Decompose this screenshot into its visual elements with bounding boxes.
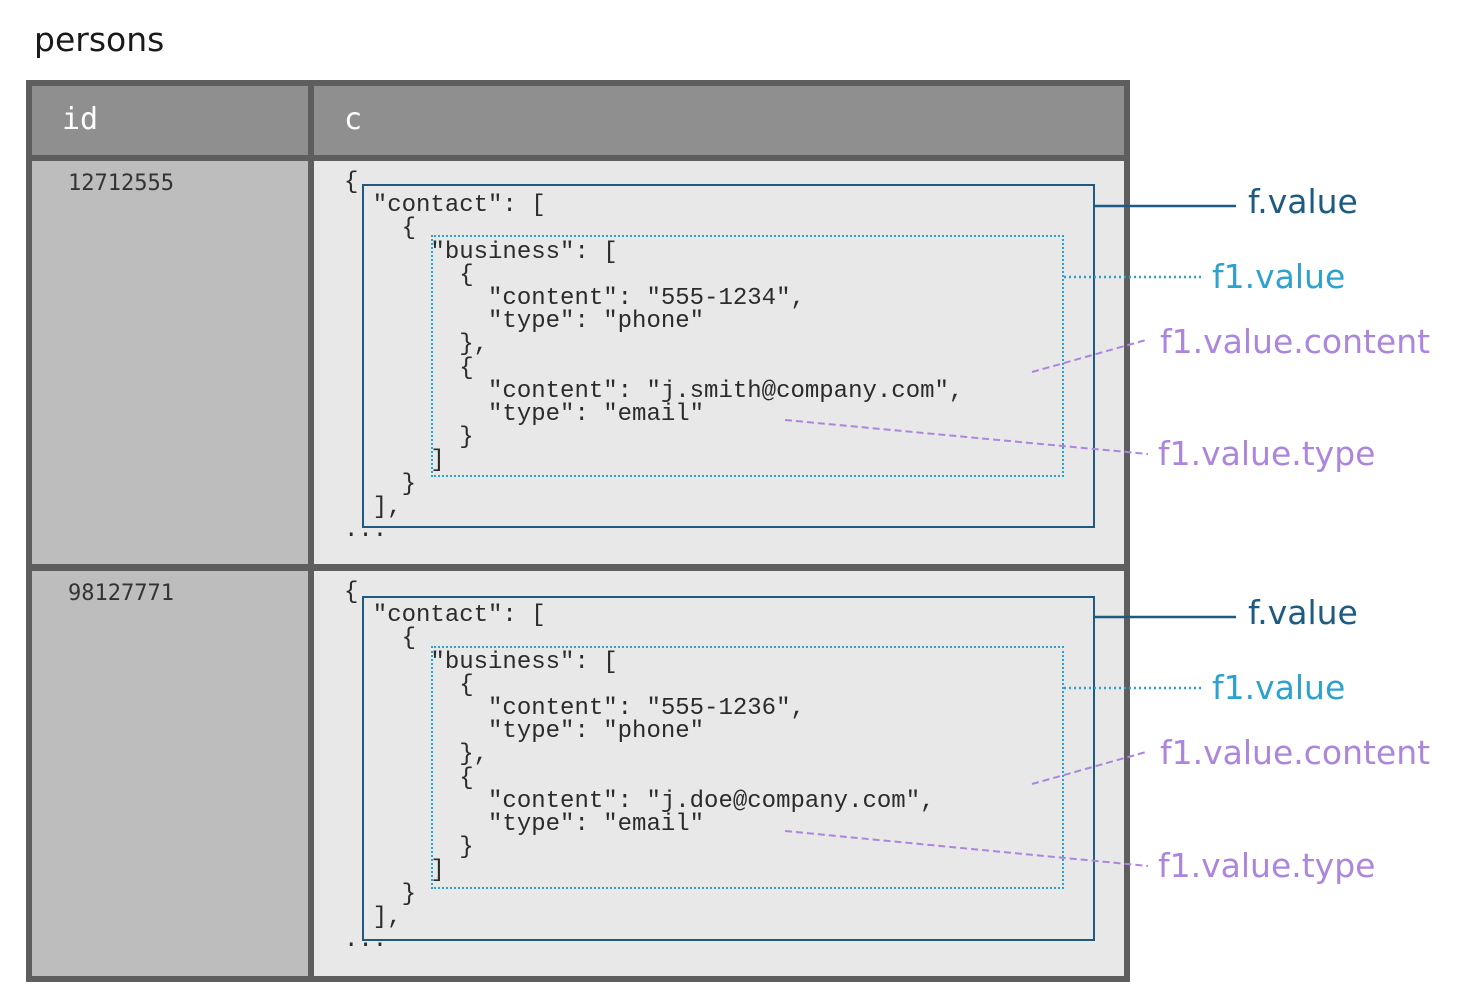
row-2-type-connector — [784, 830, 1149, 867]
row-1-id: 12712555 — [68, 171, 174, 196]
row-1-json: { "contact": [ { "business": [ { "conten… — [344, 169, 964, 545]
row-2-label-f1-value-content: f1.value.content — [1160, 733, 1431, 772]
row-1-c-cell: { "contact": [ { "business": [ { "conten… — [314, 161, 1124, 564]
row-1-type-connector — [784, 419, 1149, 455]
row-2-label-f1-value-type: f1.value.type — [1158, 846, 1376, 885]
column-header-id-label: id — [62, 102, 99, 137]
row-2-id: 98127771 — [68, 581, 174, 606]
row-2-label-f-value: f.value — [1248, 593, 1358, 632]
column-header-id: id — [32, 86, 308, 155]
row-2-label-f1-value: f1.value — [1212, 668, 1346, 707]
persons-table: id c 12712555 { "contact": [ { "business… — [26, 80, 1130, 982]
row-1-content-connector — [1031, 339, 1147, 373]
row-2-id-cell: 98127771 — [32, 571, 308, 976]
row-1-label-f1-value-content: f1.value.content — [1160, 322, 1431, 361]
table-caption: persons — [34, 20, 165, 59]
row-2-c-cell: { "contact": [ { "business": [ { "conten… — [314, 571, 1124, 976]
row-1-f1-value-box — [431, 235, 1064, 477]
row-1-label-f-value: f.value — [1248, 182, 1358, 221]
column-header-c-label: c — [344, 102, 363, 137]
row-2-f-value-box — [362, 596, 1095, 941]
row-2-f1-value-box — [431, 646, 1064, 889]
row-1-f-value-box — [362, 184, 1095, 528]
row-2-content-connector — [1031, 751, 1147, 785]
row-1-id-cell: 12712555 — [32, 161, 308, 564]
column-header-c: c — [314, 86, 1124, 155]
row-1-label-f1-value-type: f1.value.type — [1158, 434, 1376, 473]
row-1-label-f1-value: f1.value — [1212, 257, 1346, 296]
